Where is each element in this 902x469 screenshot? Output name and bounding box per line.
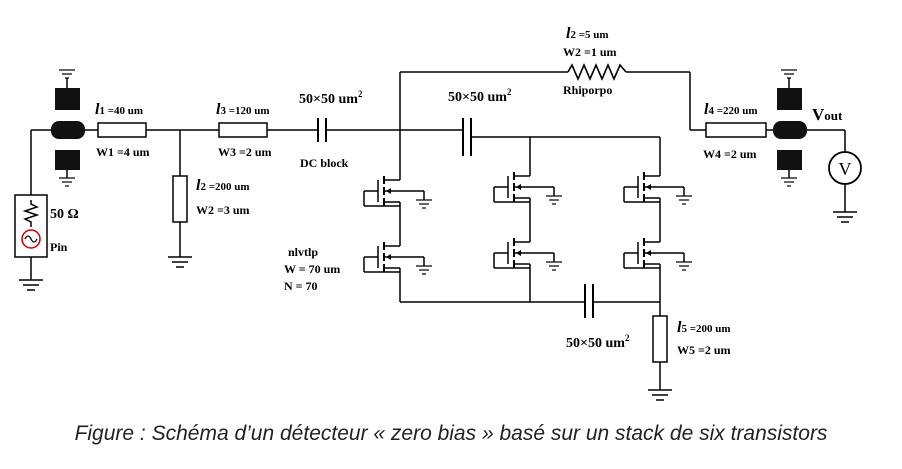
- stub-l2: [172, 175, 188, 223]
- w3-label: W3 =2 um: [218, 145, 272, 159]
- rhiporpo-label: Rhiporpo: [563, 83, 612, 97]
- transistor-stack2-top: [494, 166, 562, 208]
- ground-icon: [647, 389, 673, 401]
- w2-stub-label: W2 =3 um: [196, 203, 250, 217]
- transistor-stack3-bottom: [624, 232, 692, 274]
- transistor-n-label: N = 70: [284, 279, 318, 293]
- ground-icon: [58, 69, 76, 79]
- ground-icon: [58, 177, 76, 187]
- pad-bottom-input: [55, 150, 80, 170]
- l3-label: l3 =120 um: [216, 101, 270, 118]
- l2-stub-label: l2 =200 um: [196, 177, 250, 194]
- ground-icon: [780, 69, 798, 79]
- connector-output: [773, 121, 807, 139]
- w4-label: W4 =2 um: [703, 147, 757, 161]
- source-resistor-icon: [22, 200, 40, 227]
- vout-label: Vout: [812, 105, 843, 124]
- l5-label: l5 =200 um: [677, 319, 731, 336]
- connector-input: [51, 121, 85, 139]
- transistor-stack3-top: [624, 166, 692, 208]
- transistor-stack1-top: [364, 170, 432, 212]
- ground-icon: [167, 256, 193, 268]
- figure-caption: Figure : Schéma d’un détecteur « zero bi…: [74, 422, 828, 445]
- voltmeter-symbol: V: [839, 159, 852, 179]
- ground-icon: [832, 211, 858, 223]
- pad-top-output: [777, 88, 802, 110]
- transistor-stack2-bottom: [494, 232, 562, 274]
- c1-size-label: 50×50 um2: [299, 89, 363, 107]
- w1-label: W1 =4 um: [96, 145, 150, 159]
- c3-size-label: 50×50 um2: [566, 333, 630, 351]
- l4-label: l4 =220 um: [704, 101, 758, 118]
- dc-block-label: DC block: [300, 156, 349, 170]
- line-l5: [652, 315, 668, 363]
- w5-label: W5 =2 um: [677, 343, 731, 357]
- transistor-stack1-bottom: [364, 236, 432, 278]
- source-resistance-label: 50 Ω: [50, 207, 79, 222]
- line-l4: [705, 122, 767, 138]
- circuit-svg: 50 Ω Pin l1 =40 um W1 =4 um l2 =200 um W…: [14, 25, 862, 401]
- transistor-w-label: W = 70 um: [284, 262, 340, 276]
- pad-bottom-output: [777, 150, 802, 170]
- w2-top-label: W2 =1 um: [563, 45, 617, 59]
- ground-icon: [780, 177, 798, 187]
- c2-size-label: 50×50 um2: [448, 87, 512, 105]
- source-pin-label: Pin: [50, 240, 68, 254]
- l2-top-label: l2 =5 um: [566, 25, 609, 42]
- line-l3: [218, 122, 268, 138]
- pad-top-input: [55, 88, 80, 110]
- l1-label: l1 =40 um: [95, 101, 143, 118]
- transistor-name-label: nlvtlp: [288, 245, 318, 259]
- resistor-rhiporpo: [567, 62, 627, 82]
- line-l1: [97, 122, 147, 138]
- ac-source-icon: [21, 229, 41, 249]
- ground-icon: [18, 279, 44, 291]
